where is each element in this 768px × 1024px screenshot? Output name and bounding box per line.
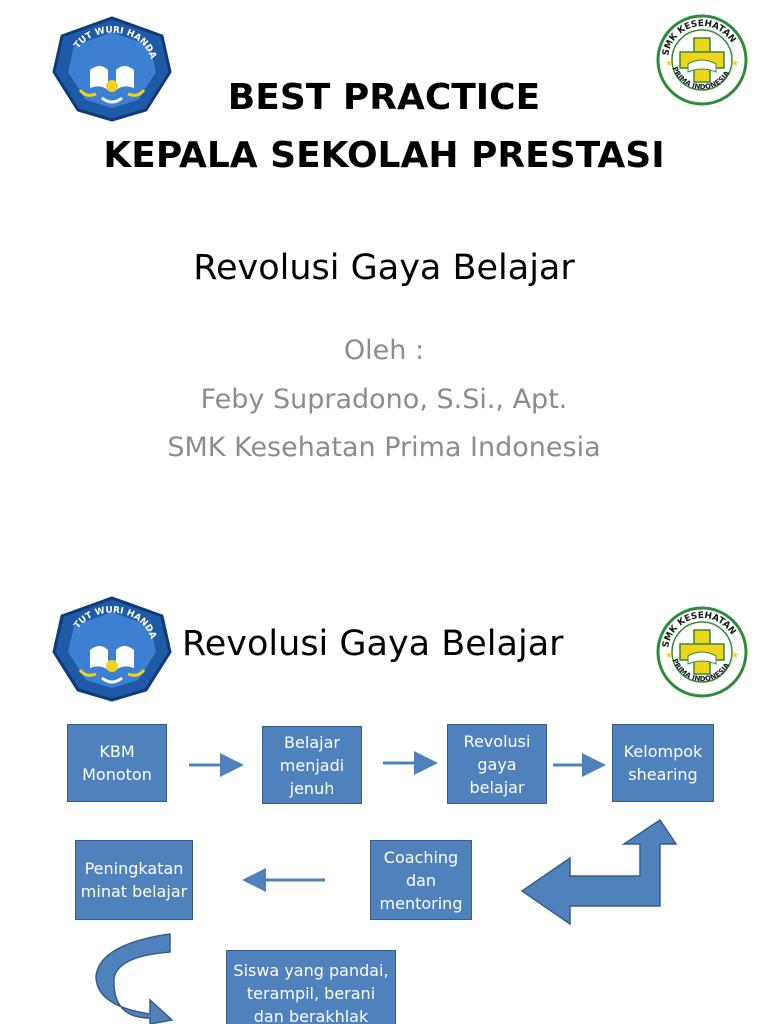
svg-text:★: ★ — [665, 59, 673, 69]
smk-kesehatan-logo: SMK KESEHATAN PRIMA INDONESIA ★ ★ — [656, 606, 748, 698]
bent-arrow-kelompok-to-coaching — [520, 818, 678, 926]
slide1-title-line1: BEST PRACTICE — [227, 77, 541, 118]
box-peningkatan-minat: Peningkatan minat belajar — [75, 840, 193, 920]
flow-arrows — [95, 751, 678, 1024]
svg-text:★: ★ — [731, 651, 739, 661]
box-belajar-jenuh: Belajar menjadi jenuh — [262, 726, 362, 804]
box-revolusi-gaya-belajar: Revolusi gaya belajar — [447, 724, 547, 804]
curved-arrow-peningkatan-to-siswa — [95, 933, 174, 1024]
box-kelompok-shearing: Kelompok shearing — [612, 724, 714, 802]
box-coaching-mentoring: Coaching dan mentoring — [370, 840, 472, 920]
slide1-author: Feby Supradono, S.Si., Apt. — [200, 384, 568, 415]
slide1-title-line2: KEPALA SEKOLAH PRESTASI — [103, 135, 665, 176]
smk-kesehatan-logo: SMK KESEHATAN PRIMA INDONESIA ★ ★ — [656, 14, 748, 106]
slide1-by-label: Oleh : — [343, 335, 425, 366]
flow-slide: TUT WURI HANDAYANI SMK KESEHATAN PRIMA I… — [0, 588, 768, 1024]
slide2-title: Revolusi Gaya Belajar — [182, 624, 564, 664]
box-siswa-pandai: Siswa yang pandai, terampil, berani dan … — [226, 950, 396, 1024]
svg-text:★: ★ — [665, 651, 673, 661]
box-kbm-monoton: KBM Monoton — [67, 724, 167, 802]
title-slide: TUT WURI HANDAYANI SMK KESEHATAN PRIMA I… — [50, 14, 748, 463]
tut-wuri-handayani-logo: TUT WURI HANDAYANI — [50, 594, 172, 702]
slide1-subtitle: Revolusi Gaya Belajar — [193, 248, 575, 288]
svg-text:★: ★ — [731, 59, 739, 69]
slide-separator — [0, 560, 768, 588]
slide1-institution: SMK Kesehatan Prima Indonesia — [167, 432, 601, 463]
tut-wuri-handayani-logo: TUT WURI HANDAYANI — [50, 14, 172, 122]
